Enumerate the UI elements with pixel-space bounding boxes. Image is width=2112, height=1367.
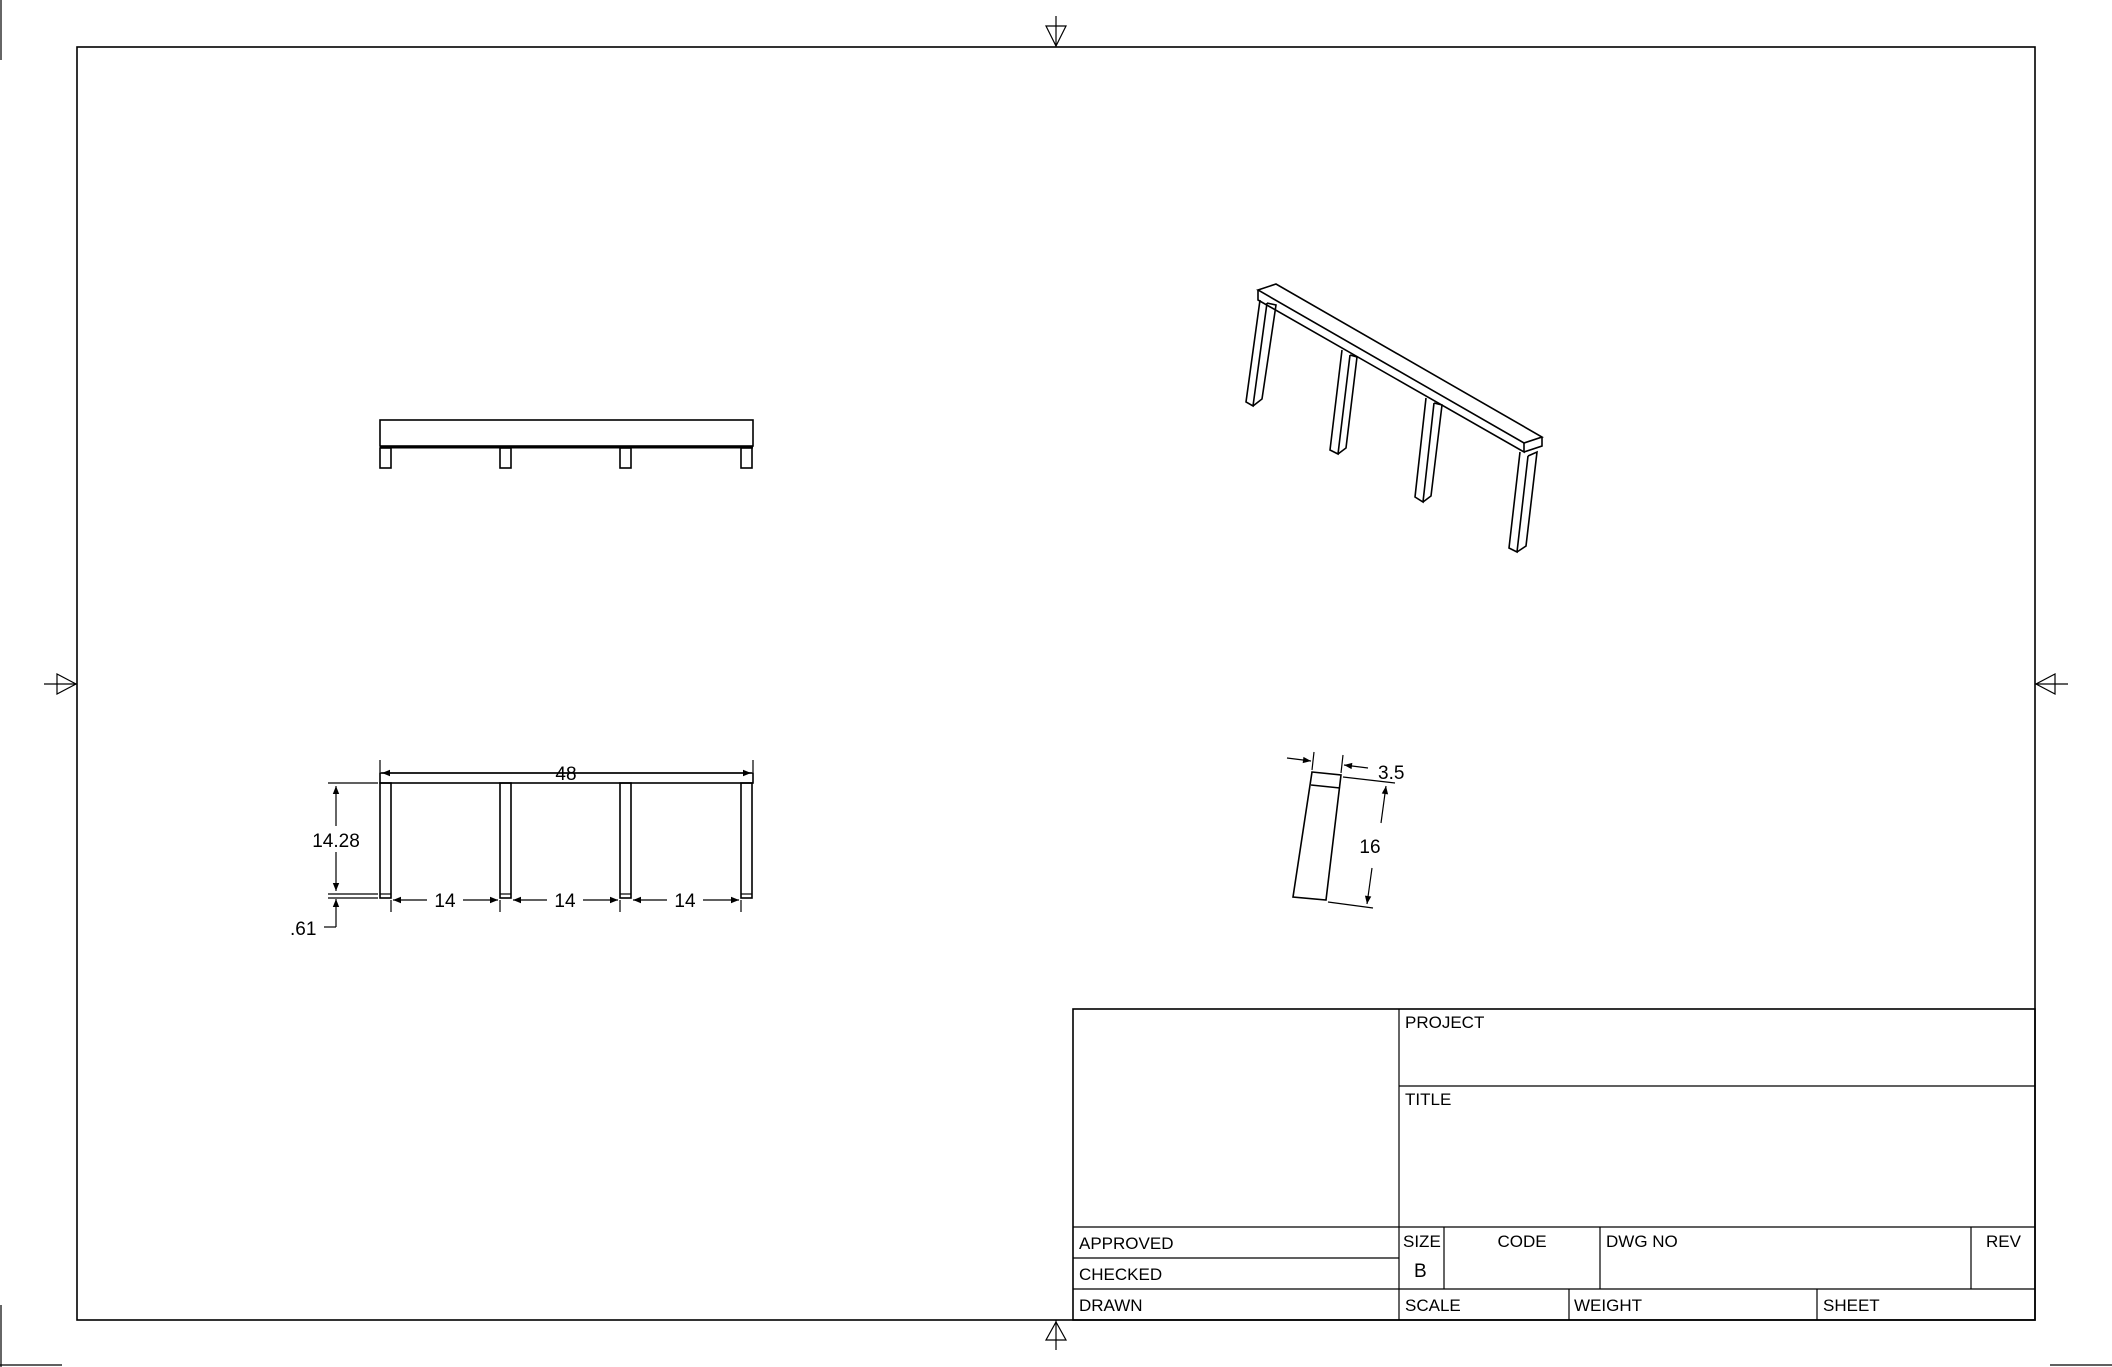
dim-spacing-3: 14 <box>674 891 696 912</box>
dim-overall-width: 48 <box>555 764 576 785</box>
checked-label: CHECKED <box>1079 1265 1162 1284</box>
centering-marks <box>44 16 2068 1350</box>
title-block: PROJECT TITLE APPROVED CHECKED DRAWN SIZ… <box>1072 1008 2036 1321</box>
dim-offset: .61 <box>290 919 316 940</box>
code-label: CODE <box>1497 1232 1546 1251</box>
detail-view: 3.5 16 <box>1286 751 1404 909</box>
size-label: SIZE <box>1403 1232 1441 1251</box>
dim-detail-width: 3.5 <box>1378 763 1404 784</box>
drawing-border <box>76 46 2036 1321</box>
scale-label: SCALE <box>1405 1296 1461 1315</box>
weight-label: WEIGHT <box>1574 1296 1642 1315</box>
isometric-view <box>1245 283 1544 554</box>
front-view <box>379 772 754 899</box>
dim-leg-height: 14.28 <box>312 831 360 852</box>
drawn-label: DRAWN <box>1079 1296 1143 1315</box>
project-label: PROJECT <box>1405 1013 1484 1032</box>
sheet-label: SHEET <box>1823 1296 1880 1315</box>
title-label: TITLE <box>1405 1090 1451 1109</box>
front-view-dimensions: 48 14.28 .61 14 14 14 <box>290 760 754 940</box>
dim-detail-length: 16 <box>1359 837 1380 858</box>
dim-spacing-2: 14 <box>554 891 576 912</box>
top-view <box>379 419 754 469</box>
dim-spacing-1: 14 <box>434 891 456 912</box>
dwg-no-label: DWG NO <box>1606 1232 1678 1251</box>
approved-label: APPROVED <box>1079 1234 1173 1253</box>
rev-label: REV <box>1986 1232 2022 1251</box>
size-value: B <box>1414 1261 1427 1282</box>
